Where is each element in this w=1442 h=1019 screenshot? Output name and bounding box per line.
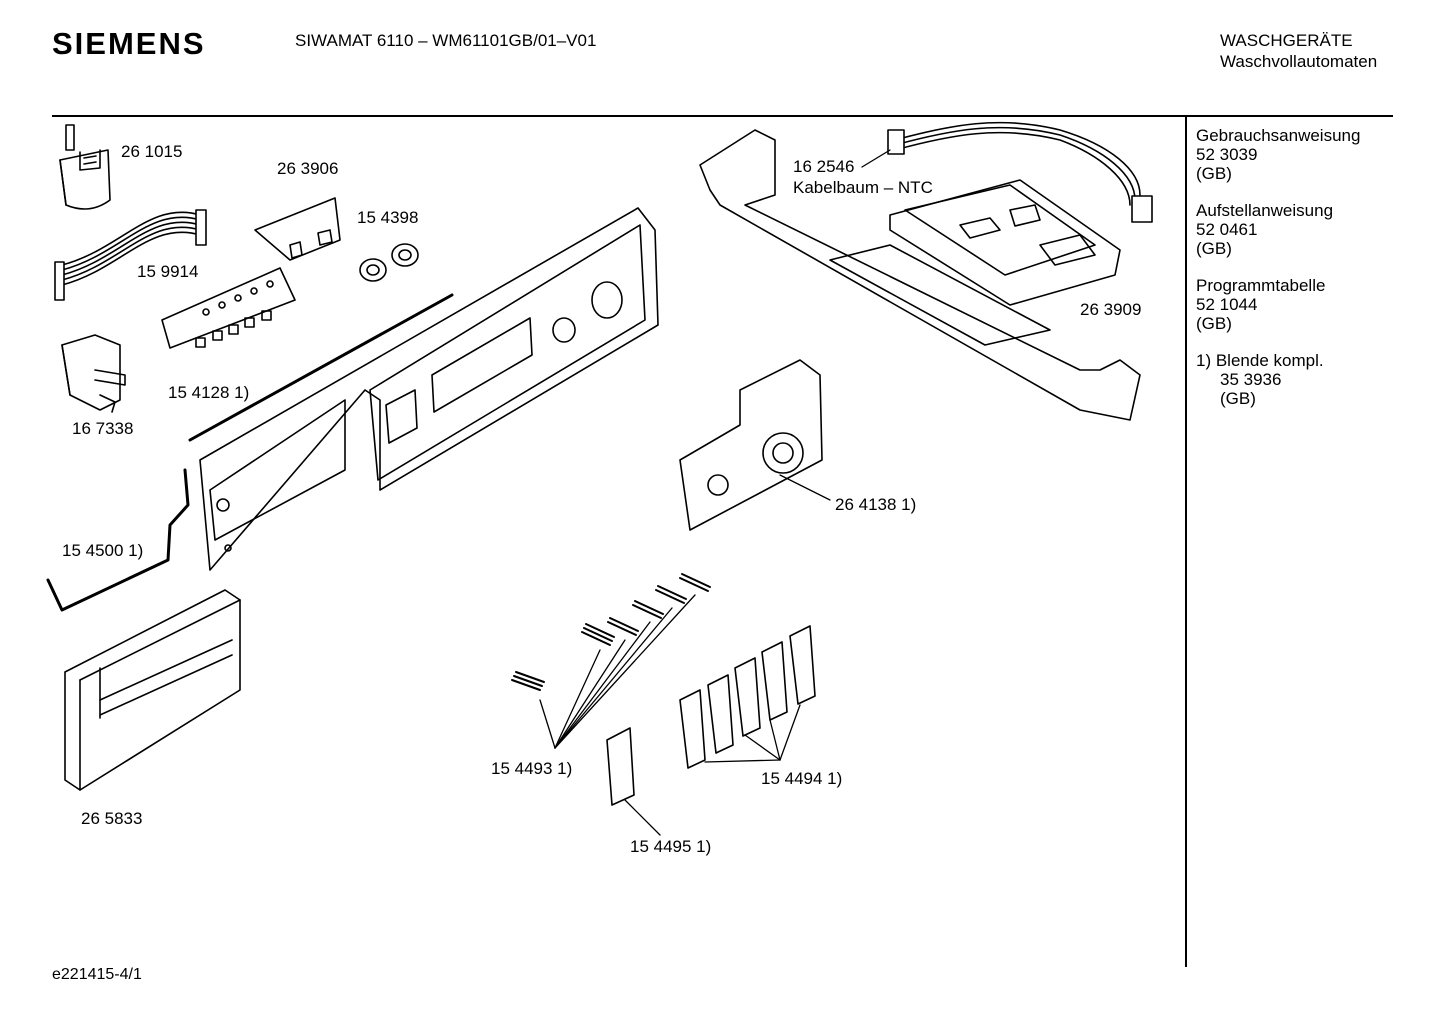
model-title: SIWAMAT 6110 – WM61101GB/01–V01 [295,31,597,50]
part-162546-drawing [887,121,1153,223]
document-code: e221415-4/1 [52,966,142,983]
part-154128-drawing [188,293,454,442]
doc-title: Aufstellanweisung [1196,201,1334,220]
label-154398: 15 4398 [357,208,419,227]
part-265833-drawing [64,589,241,791]
doc-lang: (GB) [1196,239,1232,258]
part-167338-drawing [61,334,126,413]
category-subtitle: Waschvollautomaten [1220,52,1378,71]
part-263906-drawing [161,197,341,349]
part-154493-drawing [511,573,711,691]
leader-lines [539,149,891,836]
header-divider [52,115,1393,117]
part-154398-drawing [359,243,419,282]
brand-logo: SIEMENS [52,26,206,61]
label-162546: 16 2546 [793,157,855,176]
label-154493: 15 4493 1) [491,759,573,778]
label-162546-desc: Kabelbaum – NTC [793,178,933,197]
part-154495-drawing [606,727,635,806]
label-154128: 15 4128 1) [168,383,250,402]
doc-title: Programmtabelle [1196,276,1326,295]
bracket-drawing [699,129,1141,421]
doc-programme-table: Programmtabelle 52 1044 (GB) [1196,276,1325,333]
doc-number: 52 0461 [1196,220,1258,239]
label-154500: 15 4500 1) [62,541,144,560]
label-264138: 26 4138 1) [835,495,917,514]
note-number: 35 3936 [1220,370,1282,389]
label-159914: 15 9914 [137,262,199,281]
doc-installation-manual: Aufstellanweisung 52 0461 (GB) [1196,201,1333,258]
part-154500-drawing [46,468,190,612]
part-159914-drawing [54,209,207,301]
doc-title: Gebrauchsanweisung [1196,126,1361,145]
doc-number: 52 3039 [1196,145,1258,164]
label-263909: 26 3909 [1080,300,1142,319]
label-154494: 15 4494 1) [761,769,843,788]
doc-lang: (GB) [1196,164,1232,183]
label-265833: 26 5833 [81,809,143,828]
category-title: WASCHGERÄTE [1220,31,1353,50]
label-261015: 26 1015 [121,142,183,161]
label-154495: 15 4495 1) [630,837,712,856]
note-lang: (GB) [1220,389,1256,408]
sidebar-divider [1185,117,1187,967]
label-167338: 16 7338 [72,419,134,438]
part-261015-drawing [59,124,111,210]
doc-lang: (GB) [1196,314,1232,333]
doc-user-manual: Gebrauchsanweisung 52 3039 (GB) [1196,126,1360,183]
doc-number: 52 1044 [1196,295,1258,314]
part-154494-drawing [679,625,816,769]
part-263909-drawing [889,179,1121,306]
part-264138-drawing [679,359,823,531]
note-title: 1) Blende kompl. [1196,351,1324,370]
control-panel-drawing [199,207,659,571]
label-263906: 26 3906 [277,159,339,178]
note-panel-complete: 1) Blende kompl. 35 3936 (GB) [1196,351,1324,408]
